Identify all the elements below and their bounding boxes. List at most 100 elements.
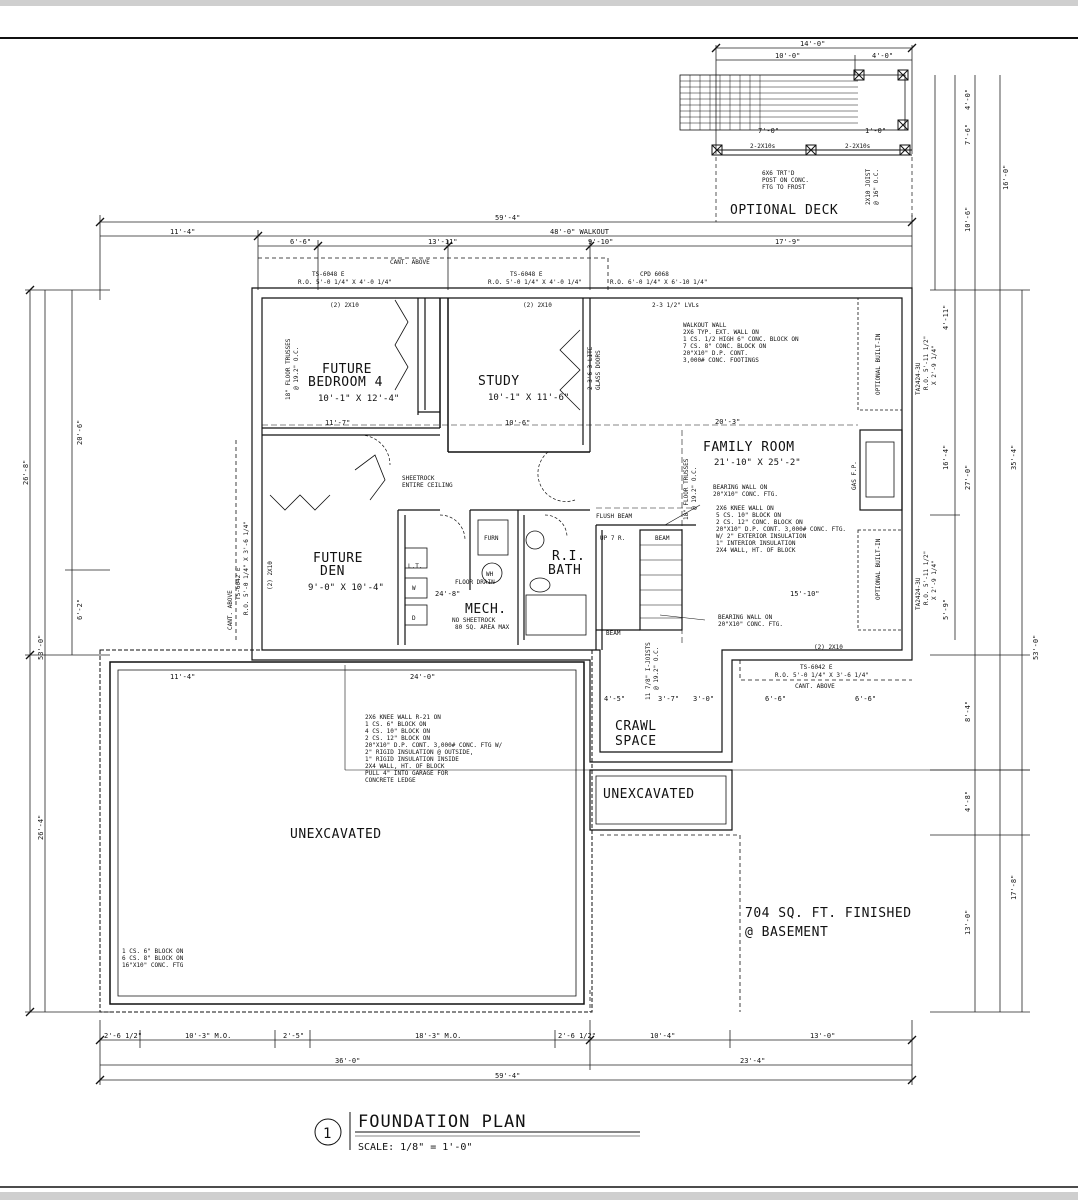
room-crawl-name-1: CRAWL (615, 719, 657, 734)
walkout-note-5: 20"X10" D.P. CONT. (683, 350, 748, 357)
knee-wall-note-1: 2X6 KNEE WALL ON (716, 505, 774, 512)
dim-bottom-c: 2'-5" (283, 1032, 304, 1040)
stair-up-label: UP 7 R. (600, 535, 625, 542)
room-study-name: STUDY (478, 374, 520, 389)
room-bedroom-name-2: BEDROOM 4 (308, 375, 383, 390)
knee-wall-note-4: 20"X10" D.P. CONT. 3,000# CONC. FTG. (716, 526, 846, 533)
dim-deck-a: 10'-0" (775, 52, 800, 60)
floor-trusses-left-1: 18" FLOOR TRUSSES (285, 338, 292, 400)
dim-right-f: 16'-4" (942, 445, 950, 470)
room-mech-note-1: NO SHEETROCK (452, 617, 496, 624)
knee-wall-note-7: 2X4 WALL, HT. OF BLOCK (716, 547, 796, 554)
bearing-wall-top-1: BEARING WALL ON (713, 484, 768, 491)
dim-right-l: 4'-8" (964, 791, 972, 812)
bottom-border (0, 1192, 1078, 1200)
window-ts6048-mid-2: R.O. 5'-0 1/4" X 4'-0 1/4" (488, 279, 582, 286)
joists-note-1: 11 7/8" I-JOISTS (645, 642, 652, 700)
window-ts6048-mid-1: TS-6048 E (510, 271, 543, 278)
dim-int-d8: 15'-10" (790, 590, 820, 598)
dim-right-b: 16'-0" (1002, 165, 1010, 190)
laundry-tub-label: L.T. (408, 563, 422, 570)
dim-left-inner-2: 6'-2" (76, 599, 84, 620)
room-bath-name-2: BATH (548, 563, 581, 578)
bearing-wall-bottom-2: 20"X10" CONC. FTG. (718, 621, 783, 628)
dim-bottom-i: 23'-4" (740, 1057, 765, 1065)
window-ta2424-top-1: TA2424-3U (915, 362, 922, 395)
window-ts6042-left-2: R.O. 5'-0 1/4" X 3'-6 1/4" (243, 521, 250, 615)
dim-right-m: 13'-0" (964, 910, 972, 935)
deck-joist-note-2: @ 16" O.C. (873, 169, 880, 205)
beam-label-1: BEAM (655, 535, 670, 542)
dim-right-i: 35'-4" (1010, 445, 1018, 470)
room-den-size: 9'-0" X 10'-4" (308, 583, 384, 593)
dim-left-overall: 53'-0" (37, 635, 45, 660)
dim-right-j: 53'-0" (1032, 635, 1040, 660)
dim-bottom-g: 13'-0" (810, 1032, 835, 1040)
water-heater-label: WH (486, 571, 494, 578)
dim-right-h: 5'-9" (942, 599, 950, 620)
furnace-label: FURN (484, 535, 499, 542)
post-note-2: POST ON CONC. (762, 177, 809, 184)
dim-int-d12: 3'-7" (658, 695, 679, 703)
dim-seg-3: 9'-10" (588, 238, 613, 246)
window-cpd-1: CPD 6068 (640, 271, 669, 278)
garage-wall-note-7: 1" RIGID INSULATION INSIDE (365, 756, 459, 763)
post-note-1: 6X6 TRT'D (762, 170, 795, 177)
glass-doors-note-1: 2-3'6 3 LITE (587, 346, 594, 390)
block-note-1: 1 CS. 6" BLOCK ON (122, 948, 184, 955)
walkout-note-4: 7 CS. 8" CONC. BLOCK ON (683, 343, 766, 350)
dim-int-d14: 6'-6" (765, 695, 786, 703)
window-ts6042-bottom-2: R.O. 5'-0 1/4" X 3'-6 1/4" (775, 672, 869, 679)
cant-above-top: CANT. ABOVE (390, 259, 430, 266)
dim-bottom-overall: 59'-4" (495, 1072, 520, 1080)
knee-wall-note-2: 5 CS. 10" BLOCK ON (716, 512, 781, 519)
window-cpd-2: R.O. 6'-0 1/4" X 6'-10 1/4" (610, 279, 708, 286)
glass-doors-note-2: GLASS DOORS (595, 350, 602, 390)
dim-walkout: 48'-0" WALKOUT (550, 228, 610, 236)
sheetrock-note-2: ENTIRE CEILING (402, 482, 453, 489)
walkout-note-2: 2X6 TYP. EXT. WALL ON (683, 329, 759, 336)
window-ts6048-left-2: R.O. 5'-0 1/4" X 4'-0 1/4" (298, 279, 392, 286)
dim-bottom-e: 2'-6 1/2" (558, 1032, 596, 1040)
post-note-3: FTG TO FROST (762, 184, 806, 191)
window-ta2424-bottom-3: X 2'-9 1/4" (931, 560, 938, 600)
dim-bottom-f: 10'-4" (650, 1032, 675, 1040)
garage-wall-note-4: 2 CS. 12" BLOCK ON (365, 735, 430, 742)
room-family-size: 21'-10" X 25'-2" (714, 458, 801, 468)
floor-trusses-left-2: @ 19.2" O.C. (293, 347, 300, 390)
deck-joist-note-1: 2X10 JOIST (865, 168, 872, 205)
plan-number: 1 (323, 1126, 331, 1142)
header-6: 2-2X10s (750, 143, 776, 150)
dim-right-a: 4'-0" (964, 89, 972, 110)
dim-left-inner-1: 20'-6" (76, 420, 84, 445)
dim-bottom-h: 36'-0" (335, 1057, 360, 1065)
room-den-name-2: DEN (320, 564, 345, 579)
walkout-note-1: WALKOUT WALL (683, 322, 727, 329)
garage-wall-note-10: CONCRETE LEDGE (365, 777, 416, 784)
room-mech-note-2: 80 SQ. AREA MAX (455, 624, 510, 631)
dim-left-outer-1: 26'-8" (22, 460, 30, 485)
finished-area-note-1: 704 SQ. FT. FINISHED (745, 906, 912, 921)
top-border (0, 0, 1078, 6)
dim-int-d9: 11'-4" (170, 673, 195, 681)
dim-int-d15: 6'-6" (855, 695, 876, 703)
dim-deck-b: 4'-0" (872, 52, 893, 60)
optional-deck-label: OPTIONAL DECK (730, 203, 838, 218)
room-den-name-1: FUTURE (313, 551, 363, 566)
unexcavated-main-label: UNEXCAVATED (290, 827, 382, 842)
unexcavated-small-label: UNEXCAVATED (603, 787, 695, 802)
window-ts6042-bottom-1: TS-6042 E (800, 664, 833, 671)
dim-right-k: 8'-4" (964, 701, 972, 722)
garage-wall-note-2: 1 CS. 6" BLOCK ON (365, 721, 427, 728)
header-4: (2) 2X10 (267, 561, 274, 590)
beam-label-2: BEAM (606, 630, 621, 637)
knee-wall-note-5: W/ 2" EXTERIOR INSULATION (716, 533, 807, 540)
dim-int-d13: 3'-0" (693, 695, 714, 703)
room-crawl-name-2: SPACE (615, 734, 657, 749)
dim-bottom-b: 10'-3" M.O. (185, 1032, 231, 1040)
dim-int-d3: 20'-3" (715, 418, 740, 426)
window-ta2424-bottom-1: TA2424-3U (915, 577, 922, 610)
walkout-note-6: 3,000# CONC. FOOTINGS (683, 357, 759, 364)
floor-drain-label: FLOOR DRAIN (455, 579, 495, 586)
garage-wall-note-8: 2X4 WALL, HT. OF BLOCK (365, 763, 445, 770)
